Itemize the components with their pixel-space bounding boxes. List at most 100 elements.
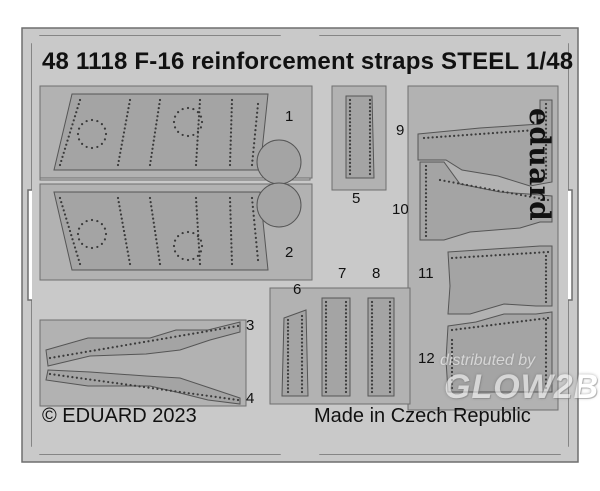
rivet-hole bbox=[516, 252, 519, 256]
rivet-hole bbox=[461, 183, 464, 186]
rivet-hole bbox=[169, 389, 172, 392]
rivet-hole bbox=[528, 195, 532, 198]
rivet-hole bbox=[370, 312, 374, 315]
rivet-hole bbox=[250, 196, 254, 200]
rivet-hole bbox=[198, 107, 201, 110]
rivet-hole bbox=[116, 196, 120, 200]
rivet-hole bbox=[76, 254, 79, 257]
rivet-hole bbox=[195, 209, 198, 212]
rivet-hole bbox=[450, 370, 454, 374]
rivet-hole bbox=[252, 210, 255, 213]
rivet-hole bbox=[450, 386, 454, 390]
rivet-hole bbox=[300, 352, 304, 356]
rivet-hole bbox=[503, 322, 506, 325]
rivet-hole bbox=[63, 213, 67, 216]
rivet-hole bbox=[286, 322, 290, 325]
rivet-hole bbox=[544, 357, 548, 360]
rivet-hole bbox=[181, 231, 184, 235]
rivet-hole bbox=[344, 345, 348, 349]
rivet-hole bbox=[544, 164, 548, 167]
rivet-hole bbox=[348, 128, 352, 131]
rivet-hole bbox=[53, 356, 56, 359]
rivet-hole bbox=[67, 225, 70, 228]
rivet-hole bbox=[73, 115, 77, 118]
rivet-hole bbox=[117, 159, 120, 163]
rivet-hole bbox=[534, 128, 538, 132]
rivet-hole bbox=[230, 250, 233, 253]
rivet-hole bbox=[128, 258, 131, 261]
rivet-hole bbox=[526, 129, 529, 132]
rivet-hole bbox=[286, 354, 290, 358]
rivet-hole bbox=[348, 154, 352, 157]
rivet-hole bbox=[286, 380, 290, 383]
rivet-hole bbox=[230, 238, 233, 241]
rivet-hole bbox=[120, 382, 123, 386]
rivet-hole bbox=[116, 345, 119, 348]
rivet-hole bbox=[197, 242, 200, 245]
rivet-hole bbox=[254, 236, 257, 239]
rivet-hole bbox=[544, 323, 548, 326]
rivet-hole bbox=[158, 262, 162, 266]
rivet-hole bbox=[544, 107, 548, 110]
rivet-hole bbox=[71, 353, 74, 356]
rivet-hole bbox=[230, 254, 233, 257]
rivet-hole bbox=[286, 372, 290, 376]
rivet-hole bbox=[368, 143, 372, 146]
rivet-hole bbox=[300, 337, 304, 340]
rivet-hole bbox=[286, 326, 290, 329]
rivet-hole bbox=[117, 201, 120, 204]
rivet-hole bbox=[300, 379, 304, 382]
rivet-hole bbox=[229, 201, 232, 204]
rivet-hole bbox=[455, 328, 458, 331]
rivet-hole bbox=[229, 159, 232, 163]
rivet-hole bbox=[544, 285, 548, 288]
rivet-hole bbox=[58, 163, 62, 167]
rivet-hole bbox=[544, 348, 548, 351]
rivet-hole bbox=[48, 372, 52, 376]
rivet-hole bbox=[521, 129, 525, 133]
rivet-hole bbox=[542, 251, 545, 254]
rivet-hole bbox=[474, 133, 477, 136]
rivet-hole bbox=[181, 257, 184, 261]
rivet-hole bbox=[424, 207, 428, 210]
rivet-hole bbox=[450, 350, 454, 354]
rivet-hole bbox=[324, 304, 328, 307]
rivet-hole bbox=[300, 349, 304, 352]
rivet-hole bbox=[501, 190, 505, 193]
rivet-hole bbox=[503, 253, 506, 256]
rivet-hole bbox=[286, 329, 290, 332]
rivet-hole bbox=[424, 223, 428, 226]
rivet-hole bbox=[173, 115, 177, 118]
rivet-hole bbox=[463, 327, 467, 330]
rivet-hole bbox=[62, 151, 65, 154]
rivet-hole bbox=[504, 131, 507, 134]
rivet-hole bbox=[388, 353, 392, 356]
rivet-hole bbox=[324, 364, 328, 367]
rivet-hole bbox=[544, 378, 548, 381]
rivet-hole bbox=[424, 172, 428, 175]
rivet-hole bbox=[324, 315, 328, 319]
rivet-hole bbox=[65, 143, 68, 146]
rivet-hole bbox=[424, 180, 428, 183]
rivet-hole bbox=[344, 357, 348, 360]
rivet-hole bbox=[128, 262, 132, 266]
rivet-hole bbox=[60, 201, 63, 204]
rivet-hole bbox=[75, 352, 78, 355]
rivet-hole bbox=[192, 392, 195, 395]
rivet-hole bbox=[348, 117, 352, 120]
rivet-hole bbox=[157, 111, 160, 114]
rivet-hole bbox=[520, 252, 523, 255]
rivet-hole bbox=[158, 98, 162, 102]
part-2-strap bbox=[53, 191, 269, 271]
rivet-hole bbox=[344, 349, 348, 352]
rivet-hole bbox=[152, 139, 155, 142]
rivet-hole bbox=[138, 385, 141, 388]
rivet-hole bbox=[472, 255, 475, 258]
rivet-hole bbox=[81, 242, 84, 245]
rivet-hole bbox=[125, 246, 129, 249]
rivet-hole bbox=[196, 393, 199, 396]
rivet-hole bbox=[370, 304, 374, 307]
rivet-hole bbox=[324, 330, 328, 334]
rivet-hole bbox=[196, 225, 199, 228]
rivet-hole bbox=[165, 337, 168, 340]
